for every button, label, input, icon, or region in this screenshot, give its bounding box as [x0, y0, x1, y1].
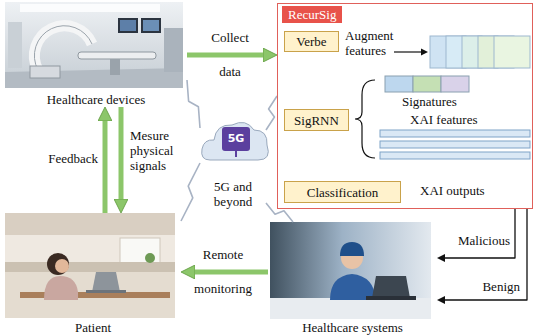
output-label: XAI outputs: [420, 183, 510, 198]
edge-label: Collect data: [202, 21, 258, 89]
network-cloud-icon: [202, 122, 269, 160]
wireless-link: [266, 203, 293, 222]
augmented-feature-stack: [430, 36, 530, 68]
device-photo: [110, 59, 120, 75]
network-cloud-icon: [222, 127, 250, 151]
signature-blocks: [385, 76, 413, 92]
device-photo-panel: Healthcare devices: [5, 2, 187, 107]
node-label: Patient: [5, 320, 181, 335]
system-photo: [270, 222, 431, 319]
edge-label: Benign: [450, 279, 520, 294]
node-label: 5G and beyond: [200, 179, 266, 209]
system-photo: [372, 276, 410, 298]
patient-photo: [55, 259, 69, 273]
edge-label: Mesure physical signals: [130, 128, 188, 173]
device-photo: [8, 22, 22, 68]
patient-photo-panel: Patient: [5, 213, 181, 335]
device-photo: [164, 28, 183, 72]
flow-arrow: [119, 107, 124, 202]
brace: [355, 80, 375, 158]
device-photo: [141, 18, 161, 33]
device-photo: [78, 52, 156, 59]
augmented-feature-stack: [494, 36, 530, 68]
patient-photo: [86, 290, 126, 293]
feature-label: Augment features: [345, 28, 405, 58]
system-photo: [340, 242, 364, 256]
augment-arrowhead: [421, 49, 428, 56]
augment-arrow: [394, 51, 422, 52]
flow-arrow: [192, 270, 268, 275]
node-label: SigRNN: [294, 113, 339, 128]
device-photo: [20, 4, 160, 12]
system-photo: [270, 298, 431, 319]
patient-photo: [145, 253, 155, 263]
network-badge: 5G: [222, 131, 250, 146]
feature-label: XAI features: [410, 112, 500, 127]
patient-photo: [44, 276, 78, 300]
module-box: Verbe: [284, 31, 339, 52]
flow-arrow: [443, 209, 527, 300]
patient-photo: [92, 272, 120, 292]
device-photo: [5, 2, 183, 88]
wireless-link: [187, 80, 200, 128]
patient-photo: [47, 253, 69, 275]
edge-label: Feedback: [28, 151, 98, 166]
device-photo: [118, 18, 138, 33]
node-label: Healthcare systems: [268, 320, 437, 335]
node-label: Healthcare devices: [5, 92, 187, 107]
patient-photo: [5, 213, 175, 235]
xai-feature-bars: [380, 130, 530, 159]
wireless-link: [266, 96, 277, 130]
flow-arrow: [187, 53, 266, 58]
flow-arrow: [103, 118, 108, 213]
feature-label: Signatures: [402, 94, 482, 109]
device-photo: [5, 2, 183, 88]
patient-photo: [5, 262, 175, 272]
xai-feature-bars: [380, 152, 530, 159]
node-label: Verbe: [296, 34, 326, 49]
device-photo: [34, 26, 92, 70]
node-label: RecurSig: [282, 6, 342, 23]
system-photo-panel: Healthcare systems: [268, 222, 437, 335]
xai-feature-bars: [380, 130, 530, 137]
patient-photo: [5, 272, 175, 318]
device-photo: [34, 26, 92, 70]
edge-label: Malicious: [440, 233, 510, 248]
signature-blocks: [441, 76, 469, 92]
system-photo: [366, 296, 416, 300]
node-label: Classification: [307, 185, 379, 200]
xai-feature-bars: [380, 141, 530, 148]
signature-blocks: [413, 76, 441, 92]
device-photo: [30, 66, 60, 78]
device-photo: [120, 20, 136, 31]
network-cloud-icon: [202, 122, 269, 160]
wireless-link: [181, 163, 200, 221]
network-node: 5G and beyond: [200, 118, 266, 209]
signature-blocks: [385, 76, 469, 92]
device-photo: [143, 20, 159, 31]
network-cloud-icon: [235, 151, 237, 157]
patient-photo: [5, 213, 175, 318]
module-box: SigRNN: [284, 109, 349, 131]
edge-label: Remote monitoring: [187, 238, 259, 306]
system-photo: [270, 222, 431, 319]
patient-photo: [120, 238, 160, 264]
module-box: Classification: [284, 181, 401, 203]
patient-photo: [5, 213, 175, 318]
